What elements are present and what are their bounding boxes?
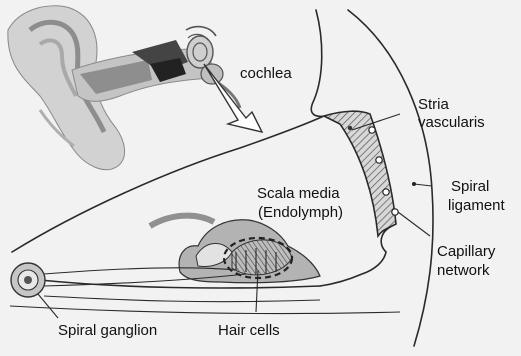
label-spiral-ligament-line2: ligament: [448, 197, 506, 214]
outer-ear-illustration: [8, 6, 240, 170]
organ-of-corti: [150, 216, 320, 283]
label-spiral-ganglion: Spiral ganglion: [58, 322, 157, 339]
osseous-lamina: [10, 306, 400, 314]
reissner-membrane: [12, 116, 324, 252]
label-capillary-line2: network: [437, 262, 490, 279]
label-stria-line2: vascularis: [418, 114, 485, 131]
leader-spiral-ligament: [414, 184, 432, 186]
leader-spiral-ganglion: [38, 294, 58, 318]
spiral-ligament-dot: [412, 182, 416, 186]
label-scala-media-line2: (Endolymph): [258, 204, 343, 221]
label-spiral-ligament-line1: Spiral: [451, 178, 489, 195]
label-hair-cells: Hair cells: [218, 322, 280, 339]
label-cochlea: cochlea: [240, 65, 292, 82]
scala-media-floor: [320, 226, 392, 286]
leader-capillary: [398, 212, 430, 236]
label-scala-media-line1: Scala media: [257, 185, 340, 202]
label-capillary-line1: Capillary: [437, 243, 496, 260]
scala-vestibuli-wall: [311, 10, 326, 116]
spiral-ligament-outer: [348, 10, 433, 346]
nerve-fiber-3: [44, 296, 320, 302]
label-stria-line1: Stria: [418, 96, 450, 113]
spiral-ganglion-cells: [11, 263, 45, 297]
